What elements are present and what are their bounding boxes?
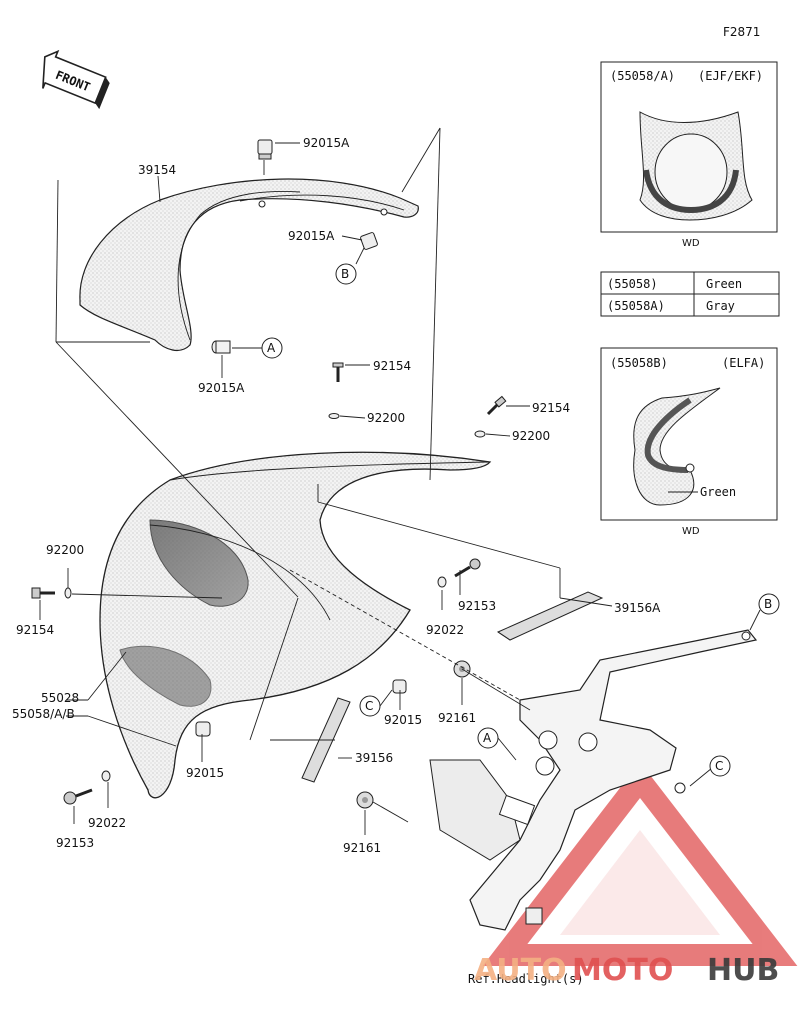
color-table-code-2: (55058A) [607, 299, 665, 313]
label-92153-left: 92153 [56, 836, 94, 850]
label-92153-right: 92153 [458, 599, 496, 613]
brand-watermark-text: AUTO MOTO HUB [474, 953, 779, 988]
inset-top-code: (55058/A) [610, 69, 675, 83]
label-92015-left: 92015 [186, 766, 224, 780]
brand-watermark-logo [482, 761, 798, 966]
washer-92200-right [474, 430, 486, 438]
screw-92154-left [31, 587, 55, 599]
windshield-39154 [79, 178, 419, 352]
callout-a-bracket: A [477, 727, 499, 749]
leader-lines [39, 127, 761, 835]
cowl-stay-bracket [429, 629, 758, 931]
svg-text:C: C [365, 699, 373, 713]
label-92154-right: 92154 [532, 401, 570, 415]
inset-top-note: WD [682, 238, 700, 249]
callout-c-bracket: C [709, 755, 731, 777]
svg-text:MOTO: MOTO [572, 953, 673, 988]
color-table-code-1: (55058) [607, 277, 658, 291]
washer-92022-right [437, 576, 447, 588]
svg-text:C: C [715, 759, 723, 773]
front-direction-arrow: FRONT [42, 49, 110, 110]
upper-cowl-55028 [99, 451, 492, 799]
grommet-92015a-right [360, 232, 378, 250]
svg-text:A: A [483, 731, 492, 745]
inset-55058b: (55058B) (ELFA) Green WD [600, 347, 778, 537]
label-55058ab: 55058/A/B [12, 707, 75, 721]
color-table: (55058) Green (55058A) Gray [600, 271, 780, 317]
label-92161-lower: 92161 [343, 841, 381, 855]
label-39156a: 39156A [614, 601, 661, 615]
washer-92200-left [64, 587, 72, 599]
svg-text:B: B [341, 267, 349, 281]
screw-92153-right [454, 558, 481, 578]
washer-92022-left [101, 770, 111, 782]
label-92161-upper: 92161 [438, 711, 476, 725]
label-92015a-right: 92015A [288, 229, 335, 243]
label-55028: 55028 [41, 691, 79, 705]
grommet-92015-left [195, 721, 211, 737]
label-92154-left: 92154 [16, 623, 54, 637]
svg-text:A: A [267, 341, 276, 355]
label-92154-top: 92154 [373, 359, 411, 373]
callout-c-left: C [359, 695, 381, 717]
label-92015a-left: 92015A [198, 381, 245, 395]
washer-92200-top [328, 413, 340, 419]
label-92015a-top: 92015A [303, 136, 350, 150]
inset-bottom-note: WD [682, 526, 700, 537]
inset-bottom-code: (55058B) [610, 356, 668, 370]
screw-92153-left [63, 788, 93, 805]
svg-text:AUTO: AUTO [474, 953, 567, 988]
label-39154: 39154 [138, 163, 176, 177]
color-table-color-1: Green [706, 277, 742, 291]
inset-bottom-color: Green [700, 485, 736, 499]
label-92200-left: 92200 [46, 543, 84, 557]
color-table-color-2: Gray [706, 299, 735, 313]
grommet-92161-lower [356, 791, 374, 809]
figure-code: F2871 [723, 25, 760, 39]
grommet-92015a-left [211, 340, 231, 354]
trim-39156a [496, 591, 604, 641]
grommet-92015a-top [257, 139, 273, 175]
grommet-92015-center [392, 679, 407, 694]
svg-text:B: B [764, 597, 772, 611]
svg-text:HUB: HUB [707, 953, 779, 988]
screw-92154-right [486, 395, 507, 416]
label-92022-left: 92022 [88, 816, 126, 830]
label-92200-right: 92200 [512, 429, 550, 443]
callout-a-top: A [261, 337, 283, 359]
inset-top-variant: (EJF/EKF) [698, 69, 763, 83]
inset-bottom-variant: (ELFA) [722, 356, 765, 370]
label-92015-center: 92015 [384, 713, 422, 727]
reference-headlight: Ref.Headlight(s) [468, 972, 584, 986]
callout-b-bracket: B [758, 593, 780, 615]
callout-b-top: B [335, 263, 357, 285]
label-92022-right: 92022 [426, 623, 464, 637]
label-92200-top: 92200 [367, 411, 405, 425]
inset-55058a: (55058/A) (EJF/EKF) WD [600, 61, 778, 249]
screw-92154-top [332, 362, 344, 382]
label-39156: 39156 [355, 751, 393, 765]
